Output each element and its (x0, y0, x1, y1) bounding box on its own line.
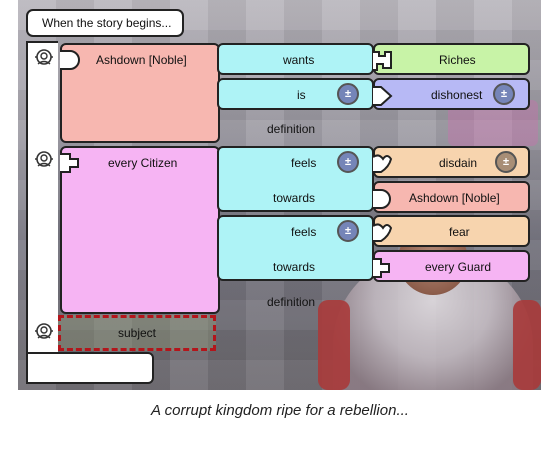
plus-minus-icon[interactable]: ± (337, 83, 359, 105)
actor-head-icon[interactable] (34, 48, 54, 68)
diamond-notch-icon (373, 86, 393, 106)
subject-label: subject (117, 326, 157, 340)
header-title: When the story begins... (42, 16, 172, 30)
plus-minus-icon[interactable]: ± (337, 220, 359, 242)
citizen-definition-label: definition (267, 295, 316, 309)
relation-feels-fear-block[interactable]: feels ± towards (217, 215, 374, 281)
round-notch-icon (373, 189, 391, 209)
object-label: fear (449, 225, 470, 239)
noble-character-block[interactable]: Ashdown [Noble] (60, 43, 220, 143)
actor-head-icon[interactable] (34, 150, 54, 170)
relation-verb: feels (291, 225, 317, 239)
heart-notch-icon (373, 154, 393, 173)
citizen-name: every Citizen (108, 156, 178, 170)
noble-definition-label: definition (267, 122, 316, 136)
story-begins-header: When the story begins... (26, 9, 184, 37)
object-dishonest-block[interactable]: dishonest ± (373, 78, 530, 110)
relation-towards-label: towards (273, 260, 316, 274)
castle-notch-icon (373, 51, 392, 71)
object-label: dishonest (431, 88, 483, 102)
plus-minus-icon[interactable]: ± (337, 151, 359, 173)
relation-is-block[interactable]: is ± (217, 78, 374, 110)
target-ashdown-block[interactable]: Ashdown [Noble] (373, 181, 530, 213)
story-frame-footer (26, 352, 154, 384)
object-label: Riches (439, 53, 476, 67)
target-label: Ashdown [Noble] (409, 191, 500, 205)
square-notch-icon (60, 153, 79, 173)
target-every-guard-block[interactable]: every Guard (373, 250, 530, 282)
scene-caption: A corrupt kingdom ripe for a rebellion..… (151, 402, 409, 419)
target-label: every Guard (425, 260, 492, 274)
object-fear-block[interactable]: fear (373, 215, 530, 247)
character-cape-right (513, 300, 541, 390)
character-cape-left (318, 300, 350, 390)
object-disdain-block[interactable]: disdain ± (373, 146, 530, 178)
square-notch-icon (373, 258, 390, 278)
noble-name: Ashdown [Noble] (96, 53, 187, 67)
citizen-character-block[interactable]: every Citizen (60, 146, 220, 314)
heart-notch-icon (373, 223, 393, 242)
relation-verb: is (297, 88, 306, 102)
round-notch-icon (60, 50, 80, 70)
plus-minus-icon[interactable]: ± (493, 83, 515, 105)
plus-minus-icon[interactable]: ± (495, 151, 517, 173)
relation-verb: wants (283, 53, 315, 67)
subject-drop-slot[interactable]: subject (58, 315, 216, 351)
object-label: disdain (439, 156, 478, 170)
relation-verb: feels (291, 156, 317, 170)
actor-head-icon[interactable] (34, 322, 54, 342)
object-riches-block[interactable]: Riches (373, 43, 530, 75)
relation-towards-label: towards (273, 191, 316, 205)
relation-wants-block[interactable]: wants (217, 43, 374, 75)
relation-feels-disdain-block[interactable]: feels ± towards (217, 146, 374, 212)
